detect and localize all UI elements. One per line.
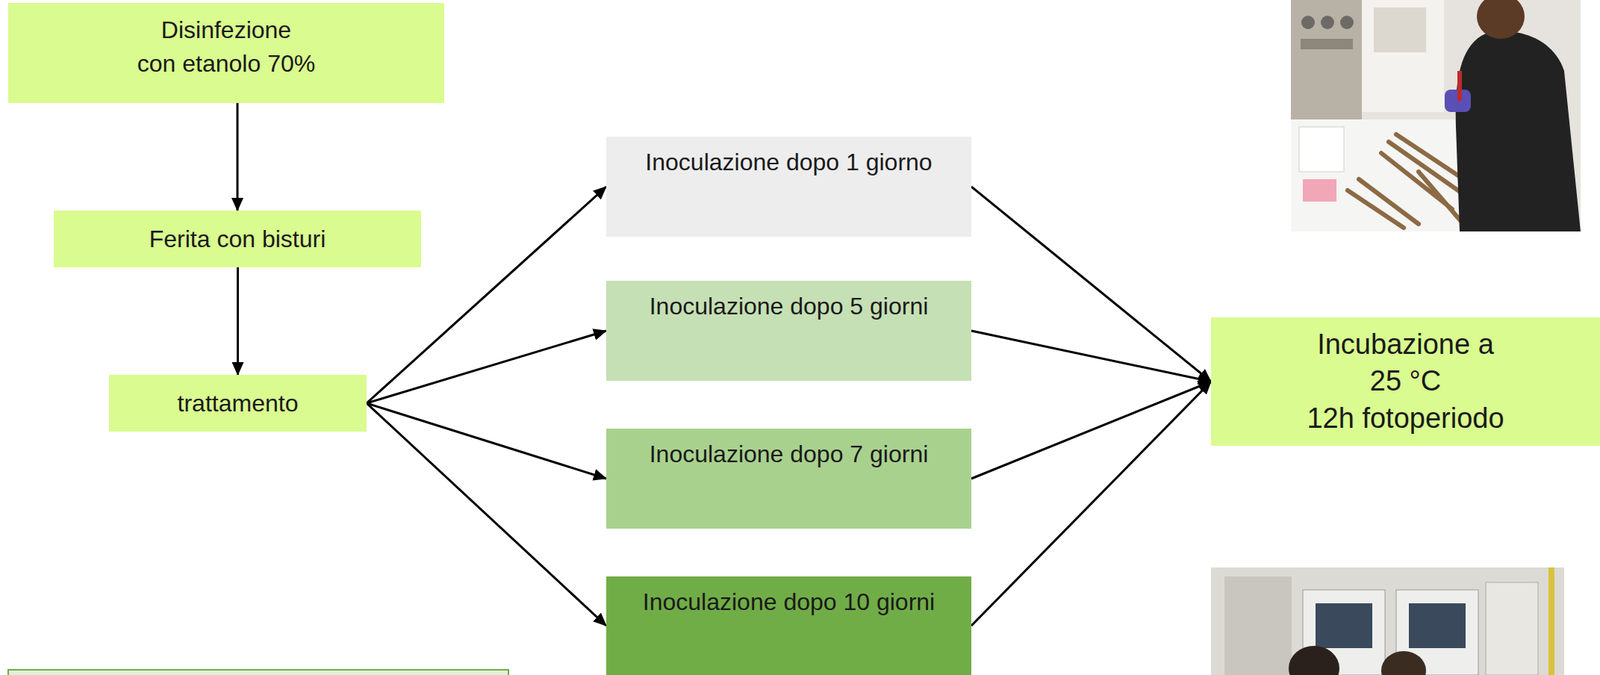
node-label: Disinfezione con etanolo 70% [137,13,316,81]
arrow-connector [366,403,607,626]
process-box: Disinfezione con etanolo 70% [8,2,445,104]
process-box: trattamento [109,374,367,432]
arrow-connector [366,403,607,479]
timing-box: Inoculazione dopo 10 giorni [606,576,972,675]
arrow-connector [366,330,607,404]
partial-box [8,669,509,675]
node-label: trattamento [177,386,299,421]
timing-box: Inoculazione dopo 5 giorni [606,280,972,381]
timing-box: Inoculazione dopo 7 giorni [606,428,972,529]
node-label: Incubazione a 25 °C 12h fotoperiodo [1306,326,1504,437]
node-label: Inoculazione dopo 10 giorni [642,585,935,619]
arrow-connector [971,381,1212,479]
lab-photo [1290,0,1581,232]
incubation-box: Incubazione a 25 °C 12h fotoperiodo [1211,317,1600,446]
node-label: Inoculazione dopo 7 giorni [649,437,929,472]
arrow-connector [236,267,239,375]
node-label: Inoculazione dopo 5 giorni [649,289,929,324]
arrow-connector [971,186,1212,382]
arrow-connector [236,103,239,211]
process-box: Ferita con bisturi [53,210,422,268]
arrow-connector [971,330,1212,382]
timing-box: Inoculazione dopo 1 giorno [606,136,972,237]
lab-photo [1211,567,1565,675]
arrow-connector [971,381,1212,626]
node-label: Inoculazione dopo 1 giorno [645,145,932,180]
node-label: Ferita con bisturi [149,222,327,257]
